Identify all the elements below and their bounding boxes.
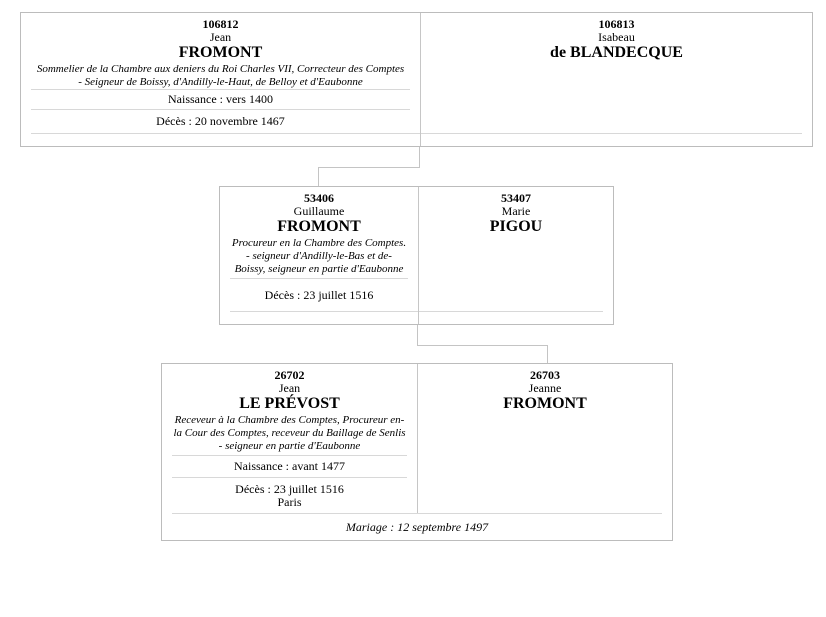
marriage-row-empty <box>220 312 613 324</box>
person-death: Décès : 23 juillet 1516 Paris <box>235 481 344 509</box>
couple-box-grandparents: 106812 Jean FROMONT Sommelier de la Cham… <box>20 12 813 147</box>
connector-line-horizontal <box>417 345 548 346</box>
person-surname: LE PRÉVOST <box>239 395 340 412</box>
couple-halves: 26702 Jean LE PRÉVOST Receveur à la Cham… <box>162 364 672 513</box>
person-death: Décès : 20 novembre 1467 <box>156 113 285 128</box>
person-birth: Naissance : vers 1400 <box>168 91 273 106</box>
connector-line-vertical <box>547 345 548 363</box>
row-divider <box>230 278 408 279</box>
person-id: 53406 <box>304 191 334 205</box>
person-header: 53406 Guillaume FROMONT Procureur en la … <box>220 187 418 278</box>
couple-box-subject: 26702 Jean LE PRÉVOST Receveur à la Cham… <box>161 363 673 541</box>
person-given-name: Isabeau <box>598 30 635 44</box>
person-given-name: Marie <box>501 204 531 218</box>
row-divider <box>31 108 410 110</box>
marriage-row: Mariage : 12 septembre 1497 <box>345 519 489 534</box>
person-given-name: Jean <box>278 381 301 395</box>
connector-line-horizontal <box>318 167 420 168</box>
row-divider <box>172 477 407 478</box>
couple-divider-extension <box>420 133 421 146</box>
person-cell-106812[interactable]: 106812 Jean FROMONT Sommelier de la Cham… <box>21 13 420 133</box>
row-divider <box>31 89 410 90</box>
person-header: 26702 Jean LE PRÉVOST Receveur à la Cham… <box>162 364 417 455</box>
person-surname: de BLANDECQUE <box>550 44 683 61</box>
person-header: 53407 Marie PIGOU <box>419 187 613 236</box>
person-occupation: Receveur à la Chambre des Comptes, Procu… <box>173 414 406 452</box>
couple-halves: 106812 Jean FROMONT Sommelier de la Cham… <box>21 13 812 133</box>
person-id: 106812 <box>202 17 239 31</box>
person-cell-26703[interactable]: 26703 Jeanne FROMONT <box>417 364 672 513</box>
person-id: 26703 <box>530 368 560 382</box>
connector-line-vertical <box>417 325 418 345</box>
person-given-name: Guillaume <box>293 204 345 218</box>
person-id: 26702 <box>274 368 305 382</box>
person-header: 26703 Jeanne FROMONT <box>418 364 672 413</box>
person-surname: PIGOU <box>489 218 543 235</box>
person-surname: FROMONT <box>277 218 361 235</box>
person-cell-53407[interactable]: 53407 Marie PIGOU <box>418 187 613 311</box>
row-divider <box>172 455 407 456</box>
person-occupation: Procureur en la Chambre des Comptes. - s… <box>231 237 407 275</box>
marriage-row-divider <box>230 311 603 312</box>
person-cell-26702[interactable]: 26702 Jean LE PRÉVOST Receveur à la Cham… <box>162 364 417 513</box>
person-header: 106813 Isabeau de BLANDECQUE <box>421 13 812 62</box>
marriage-row-divider <box>172 513 662 514</box>
person-surname: FROMONT <box>503 395 587 412</box>
person-header: 106812 Jean FROMONT Sommelier de la Cham… <box>21 13 420 89</box>
person-surname: FROMONT <box>178 44 263 61</box>
person-death: Décès : 23 juillet 1516 <box>264 287 374 302</box>
couple-halves: 53406 Guillaume FROMONT Procureur en la … <box>220 187 613 311</box>
person-id: 106813 <box>598 17 635 31</box>
marriage-row-empty <box>21 134 812 146</box>
person-id: 53407 <box>501 191 531 205</box>
connector-line-vertical <box>419 147 420 167</box>
person-cell-106813[interactable]: 106813 Isabeau de BLANDECQUE <box>420 13 812 133</box>
connector-line-vertical <box>318 167 319 186</box>
person-given-name: Jeanne <box>528 381 562 395</box>
person-occupation: Sommelier de la Chambre aux deniers du R… <box>36 63 405 88</box>
couple-box-parents: 53406 Guillaume FROMONT Procureur en la … <box>219 186 614 325</box>
person-given-name: Jean <box>209 30 232 44</box>
person-cell-53406[interactable]: 53406 Guillaume FROMONT Procureur en la … <box>220 187 418 311</box>
marriage-row-divider <box>31 133 802 134</box>
couple-divider-extension <box>418 311 419 324</box>
person-birth: Naissance : avant 1477 <box>234 459 345 473</box>
